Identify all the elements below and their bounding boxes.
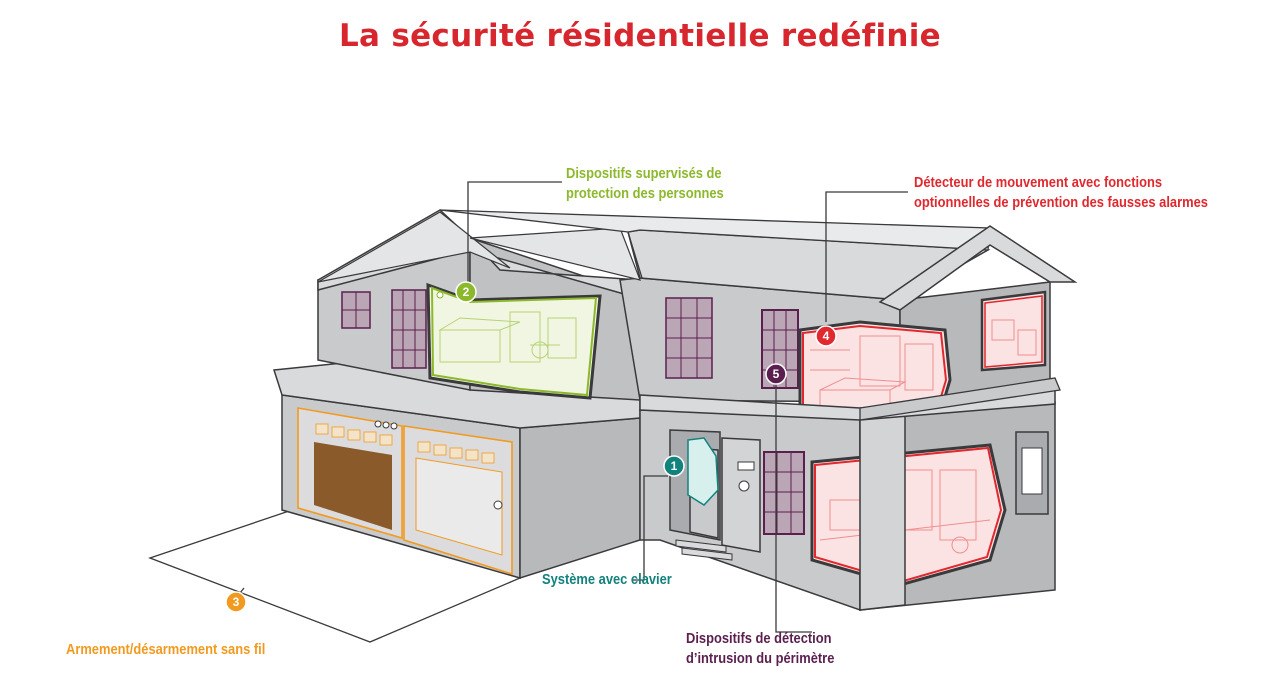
callout-supervised-line-2: protection des personnes: [566, 185, 724, 202]
callout-wireless-line-1: Armement/désarmement sans fil: [66, 641, 266, 658]
page-title: La sécurité résidentielle redéfinie: [338, 18, 941, 54]
badge-1-number: 1: [671, 459, 678, 473]
callout-motion-line-2: optionnelles de prévention des fausses a…: [914, 194, 1208, 211]
badge-5-number: 5: [773, 367, 780, 381]
lower-storey: [639, 401, 1056, 612]
callout-perimeter-line-1: Dispositifs de détection: [686, 630, 832, 647]
badge-2-number: 2: [463, 285, 470, 299]
leader-perimeter: [775, 384, 812, 633]
leader-keypad: [632, 475, 668, 581]
badge-2: 2: [455, 281, 477, 303]
callout-motion-line-1: Détecteur de mouvement avec fonctions: [914, 174, 1163, 191]
upper-left-wing: [317, 236, 641, 401]
badge-3: 3: [225, 591, 247, 613]
badge-1: 1: [663, 455, 685, 477]
callout-perimeter: Dispositifs de détection d’intrusion du …: [686, 629, 834, 669]
leader-motion: [825, 191, 908, 322]
upper-right-wing: [619, 277, 1051, 442]
badge-5: 5: [765, 363, 787, 385]
leader-supervised: [467, 181, 562, 283]
badge-4: 4: [815, 325, 837, 347]
badge-3-number: 3: [233, 595, 240, 609]
callout-supervised-line-1: Dispositifs supervisés de: [566, 165, 722, 182]
supervised-room-cutaway: [426, 282, 602, 400]
callout-motion: Détecteur de mouvement avec fonctions op…: [914, 173, 1208, 213]
callout-supervised: Dispositifs supervisés de protection des…: [566, 164, 724, 204]
callout-keypad-line-1: Système avec clavier: [542, 571, 672, 588]
callout-perimeter-line-2: d’intrusion du périmètre: [686, 650, 835, 667]
callout-keypad: Système avec clavier: [542, 570, 672, 590]
garage: [281, 394, 641, 580]
badge-4-number: 4: [823, 329, 830, 343]
callout-wireless: Armement/désarmement sans fil: [66, 640, 265, 660]
